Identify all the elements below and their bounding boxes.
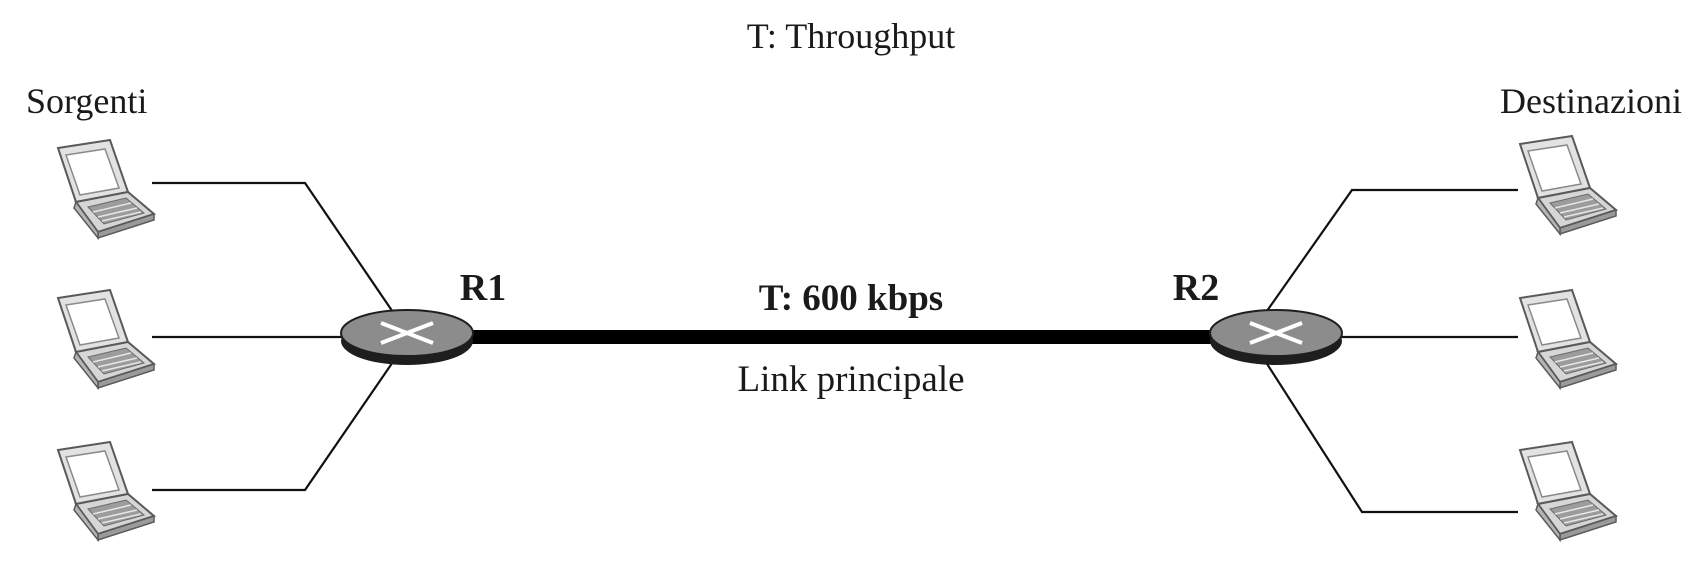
destination-wire-1	[1261, 188, 1518, 319]
main-link-throughput: T: 600 kbps	[759, 278, 943, 319]
destination-wire-3	[1261, 355, 1518, 514]
router-r2: R2	[1173, 267, 1344, 367]
laptop-icon	[57, 139, 155, 239]
laptop-icon	[57, 289, 155, 389]
router-icon	[1208, 308, 1344, 367]
laptop-icon	[1519, 441, 1617, 541]
laptop-icon	[1519, 135, 1617, 235]
router-label-r2: R2	[1173, 267, 1219, 309]
router-r1: R1	[339, 267, 506, 367]
destinations-label: Destinazioni	[1500, 81, 1682, 121]
router-label-r1: R1	[460, 267, 506, 309]
throughput-legend: T: Throughput	[747, 16, 956, 56]
source-laptops	[57, 139, 155, 541]
laptop-icon	[57, 441, 155, 541]
main-link-label: Link principale	[737, 359, 964, 400]
source-wire-1	[152, 181, 398, 319]
sources-label: Sorgenti	[26, 81, 147, 121]
router-icon	[339, 308, 475, 367]
laptop-icon	[1519, 289, 1617, 389]
source-wire-3	[152, 355, 398, 492]
source-wires	[152, 181, 398, 492]
destination-laptops	[1519, 135, 1617, 541]
